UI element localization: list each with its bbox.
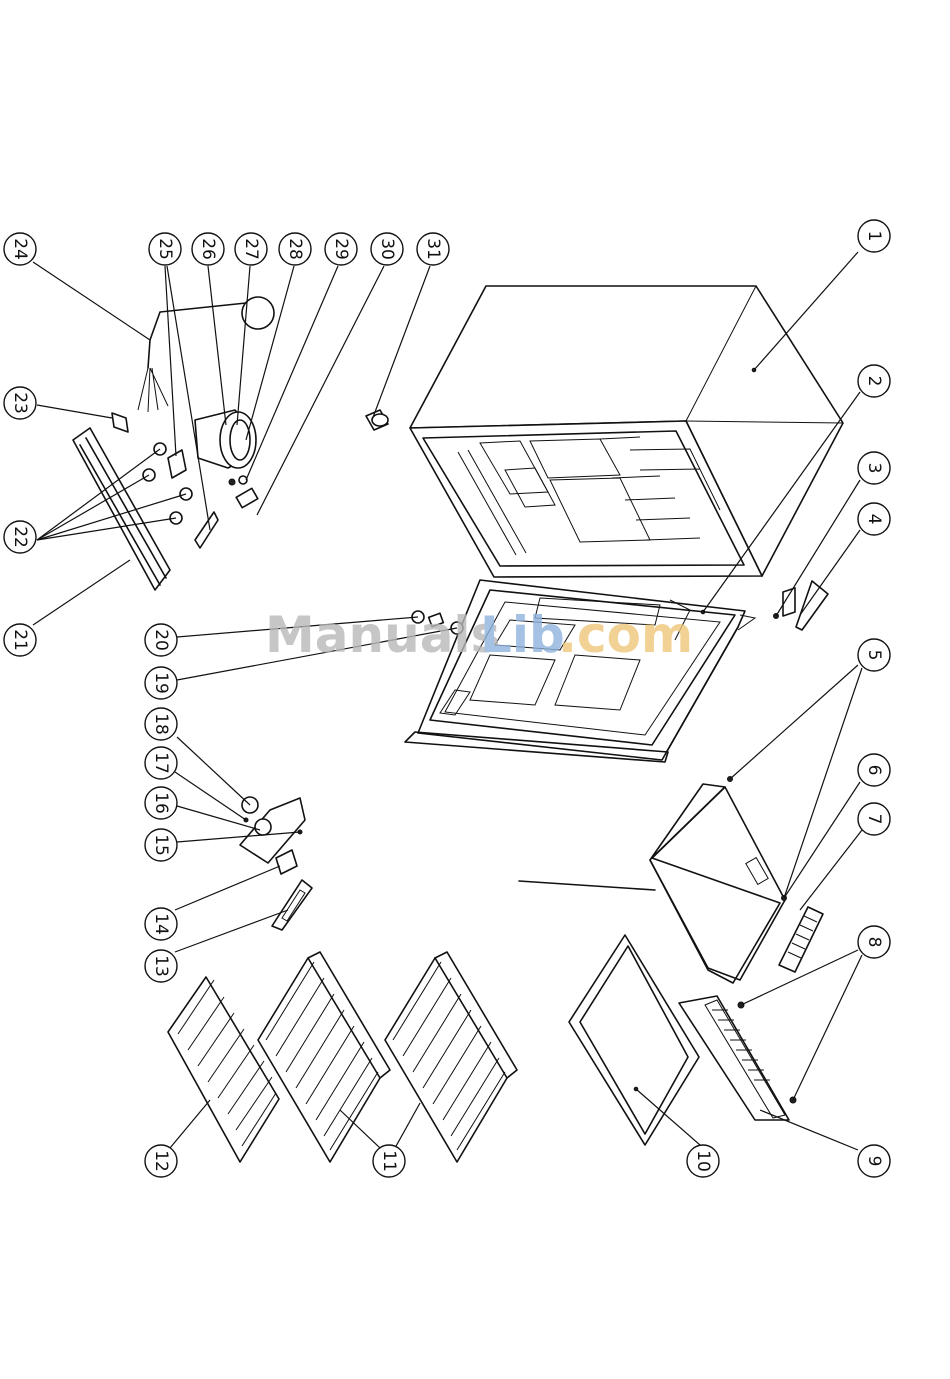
- callout-24: 24: [4, 233, 36, 265]
- svg-text:2: 2: [864, 376, 884, 387]
- callout-4: 4: [858, 503, 890, 535]
- part-wire-shelf-left: [168, 977, 279, 1162]
- svg-text:27: 27: [241, 238, 261, 260]
- svg-text:5: 5: [864, 650, 884, 661]
- part-thermostat-housing: [240, 797, 305, 863]
- svg-text:12: 12: [151, 1150, 171, 1172]
- callout-27: 27: [235, 233, 267, 265]
- svg-text:6: 6: [864, 765, 884, 776]
- callout-3: 3: [858, 452, 890, 484]
- callout-12: 12: [145, 1145, 177, 1177]
- svg-text:19: 19: [151, 672, 171, 694]
- svg-text:15: 15: [151, 834, 171, 856]
- watermark-lib: Lib: [480, 606, 565, 664]
- svg-text:26: 26: [198, 238, 218, 260]
- callout-13: 13: [145, 950, 177, 982]
- callout-8: 8: [858, 926, 890, 958]
- part-lamp-cover: [272, 880, 312, 930]
- callout-10: 10: [687, 1145, 719, 1177]
- svg-text:13: 13: [151, 955, 171, 977]
- callout-11: 11: [373, 1145, 405, 1177]
- callout-25: 25: [149, 233, 181, 265]
- callout-22: 22: [4, 521, 36, 553]
- callout-19: 19: [145, 667, 177, 699]
- callout-18: 18: [145, 708, 177, 740]
- svg-text:29: 29: [331, 238, 351, 260]
- part-wire-shelf-middle: [258, 952, 390, 1162]
- callout-15: 15: [145, 829, 177, 861]
- svg-text:7: 7: [864, 814, 884, 825]
- callout-26: 26: [192, 233, 224, 265]
- svg-text:14: 14: [151, 913, 171, 935]
- svg-text:21: 21: [10, 629, 30, 651]
- watermark: Manuals Lib .com: [265, 606, 693, 664]
- callout-28: 28: [279, 233, 311, 265]
- callout-7: 7: [858, 803, 890, 835]
- svg-text:28: 28: [285, 238, 305, 260]
- svg-text:31: 31: [423, 238, 443, 260]
- watermark-com: .com: [558, 606, 693, 664]
- part-power-cord: [138, 297, 274, 412]
- part-relay: [229, 476, 258, 508]
- svg-text:3: 3: [864, 463, 884, 474]
- part-glass-shelf: [569, 935, 699, 1145]
- watermark-manuals: Manuals: [265, 606, 500, 664]
- svg-text:24: 24: [10, 238, 30, 260]
- svg-text:1: 1: [864, 231, 884, 242]
- callout-29: 29: [325, 233, 357, 265]
- part-hinge-cover: [796, 581, 828, 630]
- svg-text:20: 20: [151, 629, 171, 651]
- svg-text:30: 30: [377, 238, 397, 260]
- callout-1: 1: [858, 220, 890, 252]
- callout-20: 20: [145, 624, 177, 656]
- part-clip: [112, 413, 128, 432]
- callout-31: 31: [417, 233, 449, 265]
- part-light-switch: [276, 850, 297, 874]
- svg-text:18: 18: [151, 713, 171, 735]
- svg-text:4: 4: [864, 514, 884, 525]
- callout-16: 16: [145, 787, 177, 819]
- svg-text:25: 25: [155, 238, 175, 260]
- svg-text:22: 22: [10, 526, 30, 548]
- callout-17: 17: [145, 747, 177, 779]
- svg-text:8: 8: [864, 937, 884, 948]
- callout-6: 6: [858, 754, 890, 786]
- callout-5: 5: [858, 639, 890, 671]
- callout-2: 2: [858, 365, 890, 397]
- svg-text:16: 16: [151, 792, 171, 814]
- callout-23: 23: [4, 387, 36, 419]
- part-grille: [779, 907, 823, 972]
- svg-text:23: 23: [10, 392, 30, 414]
- part-crisper-drawer: [519, 777, 787, 984]
- callout-21: 21: [4, 624, 36, 656]
- part-bracket-strip: [168, 450, 218, 548]
- callout-14: 14: [145, 908, 177, 940]
- svg-text:11: 11: [379, 1150, 399, 1172]
- svg-text:10: 10: [693, 1150, 713, 1172]
- part-cabinet-body: [410, 286, 843, 577]
- svg-text:17: 17: [151, 752, 171, 774]
- callout-9: 9: [858, 1145, 890, 1177]
- callout-30: 30: [371, 233, 403, 265]
- svg-text:9: 9: [864, 1156, 884, 1167]
- part-cap: [366, 410, 388, 430]
